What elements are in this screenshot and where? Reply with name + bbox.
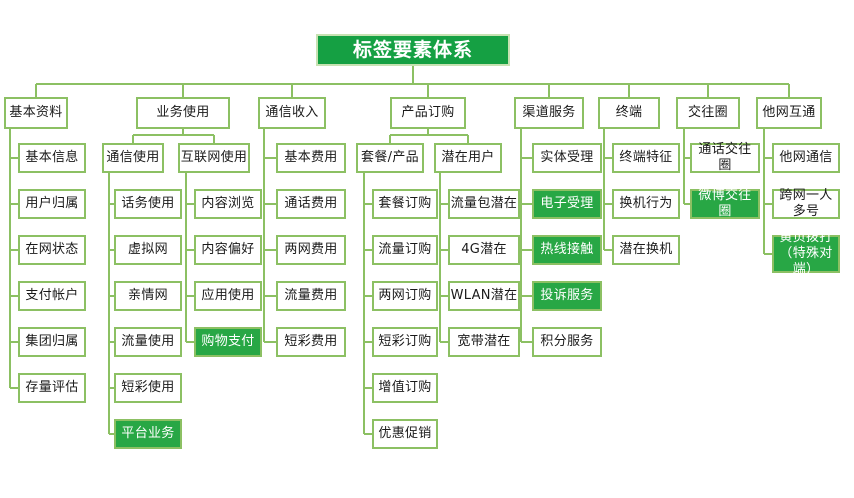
category-box: 交往圈 <box>676 97 740 129</box>
leaf-item: 亲情网 <box>114 281 182 311</box>
subgroup-box: 潜在用户 <box>434 143 502 173</box>
category-box: 业务使用 <box>136 97 230 129</box>
category-box: 渠道服务 <box>514 97 584 129</box>
leaf-item: 流量费用 <box>276 281 346 311</box>
leaf-item: 内容浏览 <box>194 189 262 219</box>
leaf-item: 增值订购 <box>372 373 438 403</box>
leaf-item: 内容偏好 <box>194 235 262 265</box>
leaf-item: WLAN潜在 <box>448 281 520 311</box>
leaf-item: 流量使用 <box>114 327 182 357</box>
leaf-item: 他网通信 <box>772 143 840 173</box>
leaf-item: 短彩使用 <box>114 373 182 403</box>
leaf-item: 平台业务 <box>114 419 182 449</box>
leaf-item: 集团归属 <box>18 327 86 357</box>
category-box: 基本资料 <box>4 97 68 129</box>
category-box: 终端 <box>598 97 660 129</box>
leaf-item: 实体受理 <box>532 143 602 173</box>
category-box: 产品订购 <box>390 97 466 129</box>
root-title: 标签要素体系 <box>316 34 510 66</box>
category-box: 他网互通 <box>756 97 822 129</box>
leaf-item: 基本费用 <box>276 143 346 173</box>
leaf-item: 微博交往圈 <box>690 188 760 219</box>
leaf-item: 应用使用 <box>194 281 262 311</box>
leaf-item: 两网订购 <box>372 281 438 311</box>
leaf-item: 存量评估 <box>18 373 86 403</box>
subgroup-box: 套餐/产品 <box>356 143 424 173</box>
leaf-item: 短彩费用 <box>276 327 346 357</box>
leaf-item: 电子受理 <box>532 189 602 219</box>
leaf-item: 宽带潜在 <box>448 327 520 357</box>
leaf-item: 流量订购 <box>372 235 438 265</box>
leaf-item: 在网状态 <box>18 235 86 265</box>
leaf-item: 套餐订购 <box>372 189 438 219</box>
leaf-item: 购物支付 <box>194 327 262 357</box>
leaf-item: 基本信息 <box>18 143 86 173</box>
leaf-item: 优惠促销 <box>372 419 438 449</box>
leaf-item: 虚拟网 <box>114 235 182 265</box>
leaf-item: 换机行为 <box>612 189 680 219</box>
leaf-item: 终端特征 <box>612 143 680 173</box>
leaf-item: 积分服务 <box>532 327 602 357</box>
leaf-item: 通话费用 <box>276 189 346 219</box>
leaf-item: 4G潜在 <box>448 235 520 265</box>
leaf-item: 投诉服务 <box>532 281 602 311</box>
leaf-item: 热线接触 <box>532 235 602 265</box>
leaf-item: 跨网一人多号 <box>772 188 840 219</box>
leaf-item: 用户归属 <box>18 189 86 219</box>
subgroup-box: 互联网使用 <box>178 143 250 173</box>
leaf-item: 通话交往圈 <box>690 142 760 173</box>
leaf-item: 潜在换机 <box>612 235 680 265</box>
leaf-item: 话务使用 <box>114 189 182 219</box>
leaf-item: 短彩订购 <box>372 327 438 357</box>
leaf-item: 黄页拨打（特殊对端） <box>772 230 840 277</box>
category-box: 通信收入 <box>258 97 326 129</box>
leaf-item: 支付帐户 <box>18 281 86 311</box>
leaf-item: 两网费用 <box>276 235 346 265</box>
subgroup-box: 通信使用 <box>102 143 164 173</box>
leaf-item: 流量包潜在 <box>448 189 520 219</box>
